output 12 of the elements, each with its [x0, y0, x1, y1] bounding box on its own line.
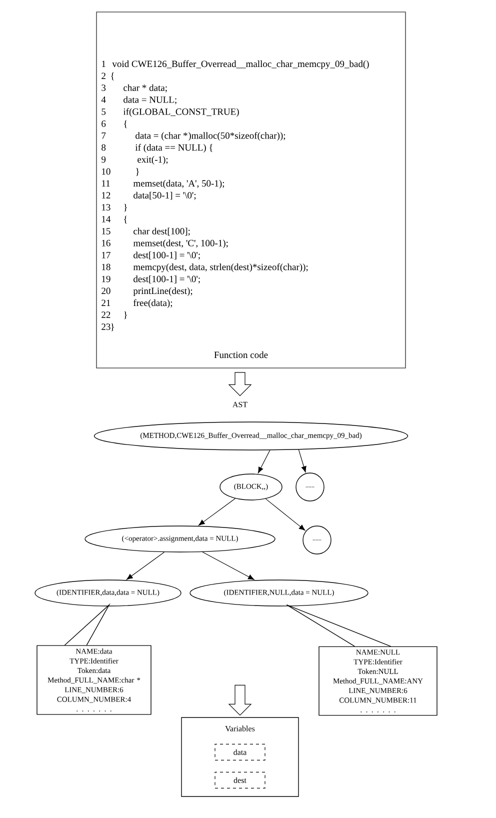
arrow	[265, 498, 306, 531]
hollow-arrow	[228, 684, 252, 716]
code-box: 1 void CWE126_Buffer_Overread__malloc_char_memcpy_09_bad() 2 { 3 char * data; 4 data = NULL; 5 if(GLOBAL_CONST_TRUE) 6 { 7 data = (char *)malloc(50*sizeof(char)); 8 if (data == NULL) { 9 exit(-1); 10 } 11 memset(data, 'A', 50-1); 12 data[50-1] = '\0'; 13 } 14 { 15 char dest[100]; 16 memset(dest, 'C', 100-1); 17 dest[100-1] = '\0'; 18 memcpy(dest, data, strlen(dest)*sizeof(char)); 19 dest[100-1] = '\0'; 20 printLine(dest); 21 free(data); 22 } 23} Function code	[96, 12, 406, 368]
variable-box: dest	[214, 772, 266, 788]
arrow	[202, 552, 254, 580]
arrow	[126, 552, 165, 580]
arrow	[198, 498, 236, 526]
edge-label: AST	[232, 402, 248, 408]
variable-box: data	[214, 744, 266, 760]
hollow-arrow	[228, 372, 252, 396]
arrow	[298, 449, 306, 472]
arrow	[258, 450, 270, 474]
